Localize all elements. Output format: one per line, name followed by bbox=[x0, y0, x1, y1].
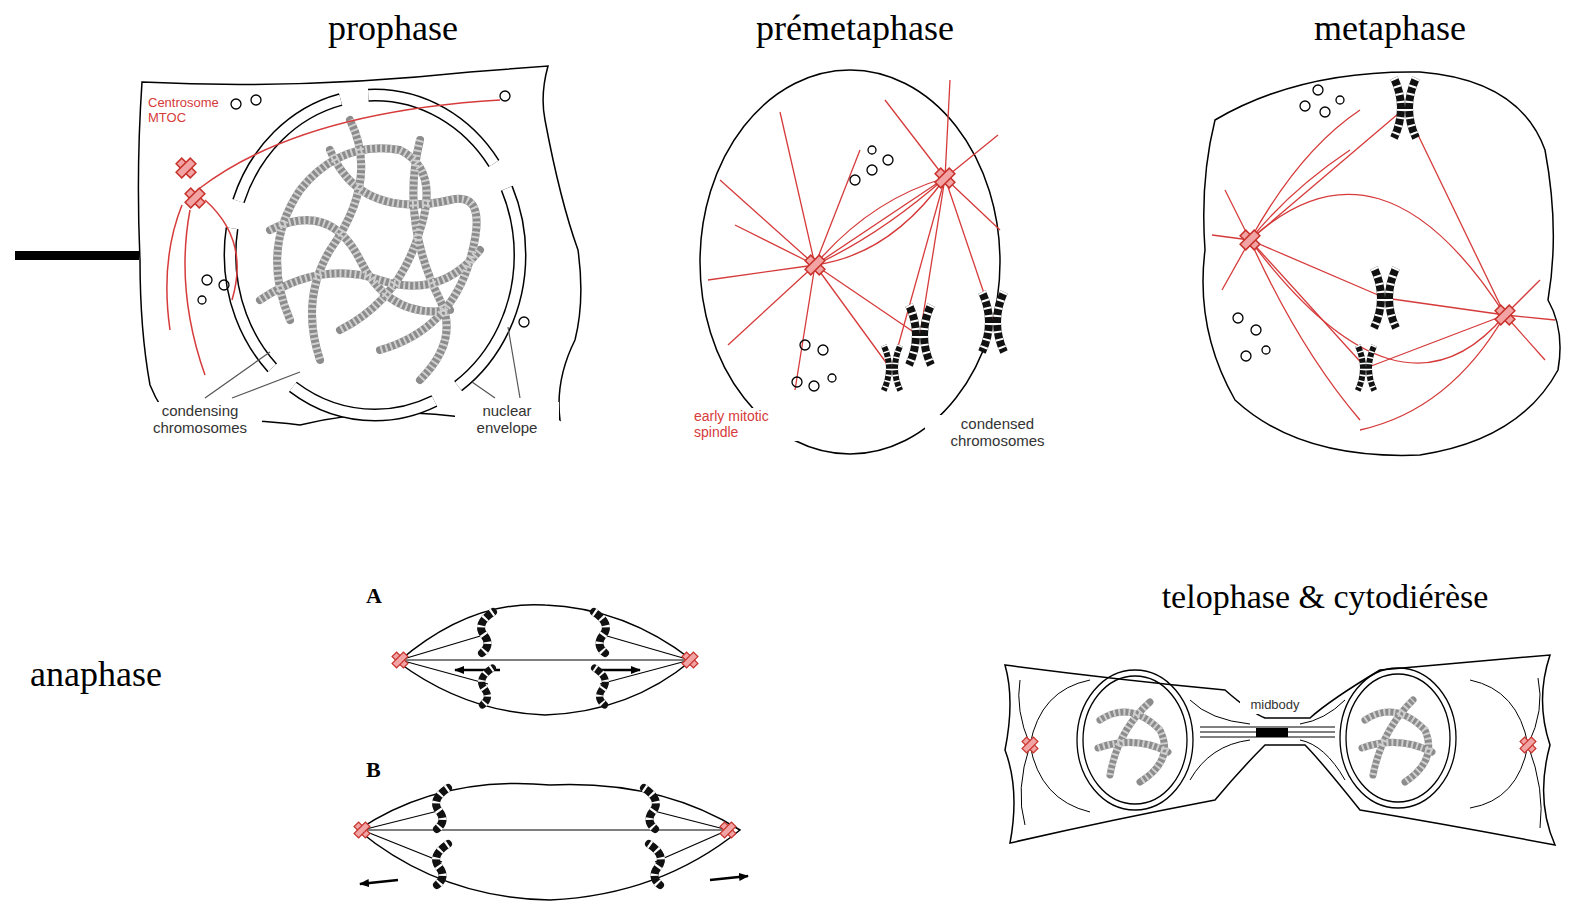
part-label: condensing chromosomes bbox=[138, 402, 262, 438]
premetaphase-cell bbox=[700, 70, 1004, 454]
part-label: midbody bbox=[1240, 697, 1310, 714]
metaphase-cell bbox=[1203, 72, 1560, 455]
anaphase-a-cell bbox=[392, 605, 698, 715]
phase-title: metaphase bbox=[1280, 8, 1500, 48]
phase-title: anaphase bbox=[30, 654, 200, 694]
phase-title: prémetaphase bbox=[730, 8, 980, 48]
phase-title: telophase & cytodiérèse bbox=[1080, 578, 1570, 616]
stage-letter: A bbox=[366, 584, 396, 609]
part-label: condensed chromosomes bbox=[925, 415, 1070, 451]
telophase-cells bbox=[1005, 655, 1555, 845]
spindle-label: early mitotic spindle bbox=[694, 408, 810, 441]
part-label: nuclear envelope bbox=[455, 402, 559, 438]
prophase-cell bbox=[15, 66, 581, 428]
stage-letter: B bbox=[366, 758, 396, 783]
anaphase-b-cell bbox=[354, 783, 748, 900]
phase-title: prophase bbox=[298, 8, 488, 48]
centrosome-label: Centrosome MTOC bbox=[148, 96, 228, 125]
